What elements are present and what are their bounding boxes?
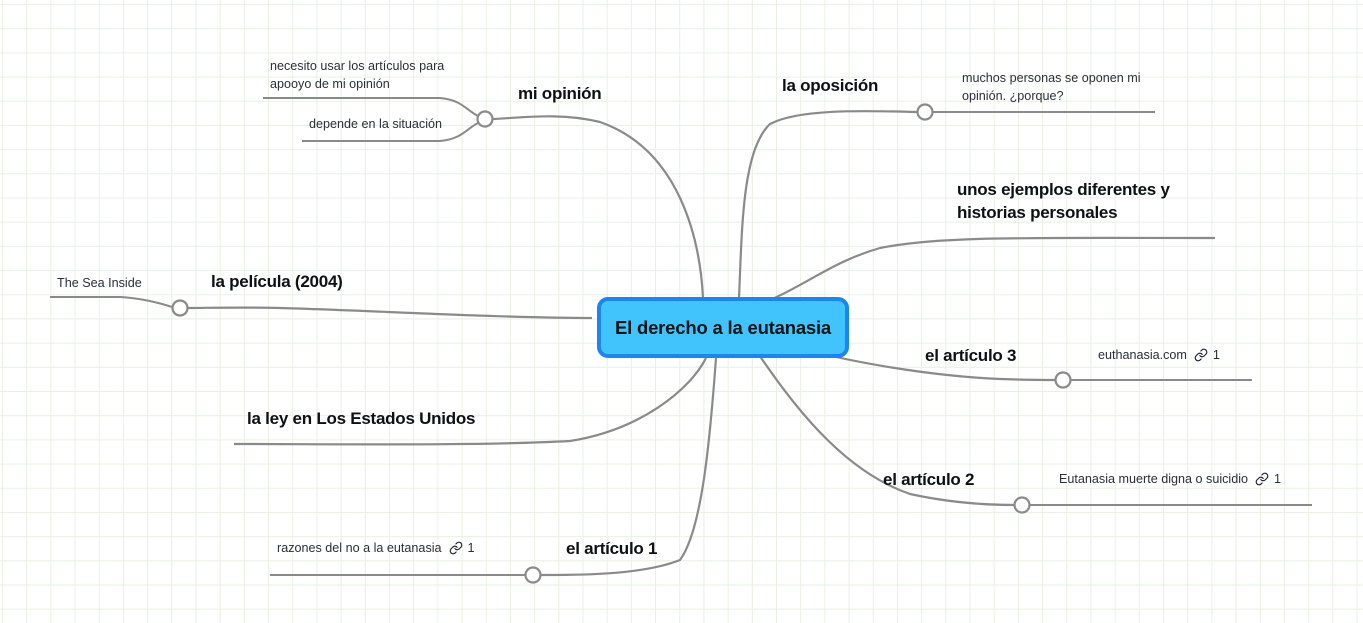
link-count-euthanasia-com: 1 — [1212, 348, 1220, 362]
link-badge-razones[interactable]: 1 — [449, 541, 475, 555]
edge-the-sea-inside — [50, 296, 173, 308]
edge-la-oposicion — [737, 110, 919, 299]
edge-necesito — [263, 97, 479, 117]
sub-label-the-sea-inside[interactable]: The Sea Inside — [57, 276, 142, 290]
link-icon — [1255, 472, 1269, 486]
link-icon — [1194, 348, 1208, 362]
note-razones[interactable]: razones del no a la eutanasia 1 — [277, 541, 475, 555]
edge-la-ley — [233, 357, 707, 446]
joint-el-articulo-1 — [524, 566, 542, 584]
link-icon — [449, 541, 463, 555]
joint-la-oposicion — [916, 103, 934, 121]
root-node-label: El derecho a la eutanasia — [614, 316, 832, 338]
joint-el-articulo-2 — [1013, 496, 1031, 514]
link-badge-eutanasia-muerte[interactable]: 1 — [1255, 472, 1281, 486]
branch-label-el-articulo-3[interactable]: el artículo 3 — [925, 346, 1017, 365]
branch-label-mi-opinion[interactable]: mi opinión — [518, 84, 602, 103]
joint-la-pelicula — [171, 299, 189, 317]
edge-mi-opinion — [491, 115, 705, 299]
link-count-razones: 1 — [467, 541, 475, 555]
joint-mi-opinion — [476, 110, 494, 128]
note-eutanasia-muerte-text: Eutanasia muerte digna o suicidio — [1059, 472, 1249, 486]
note-euthanasia-com-text: euthanasia.com — [1098, 348, 1187, 362]
branch-label-unos-ejemplos[interactable]: unos ejemplos diferentes y historias per… — [957, 180, 1170, 222]
note-eutanasia-muerte[interactable]: Eutanasia muerte digna o suicidio 1 — [1059, 472, 1281, 486]
branch-label-el-articulo-2[interactable]: el artículo 2 — [883, 470, 975, 489]
sub-label-necesito[interactable]: necesito usar los artículos para apooyo … — [270, 59, 445, 91]
sub-label-muchos-personas[interactable]: muchos personas se oponen mi opinión. ¿p… — [962, 71, 1141, 103]
note-euthanasia-com[interactable]: euthanasia.com 1 — [1098, 348, 1220, 362]
branch-label-la-oposicion[interactable]: la oposición — [782, 76, 879, 95]
edge-la-pelicula — [187, 306, 593, 320]
branch-label-la-pelicula[interactable]: la película (2004) — [211, 272, 343, 291]
branch-label-el-articulo-1[interactable]: el artículo 1 — [566, 539, 658, 558]
sub-label-depende[interactable]: depende en la situación — [309, 117, 443, 131]
link-badge-euthanasia-com[interactable]: 1 — [1194, 348, 1220, 362]
branch-label-la-ley[interactable]: la ley en Los Estados Unidos — [247, 409, 476, 428]
note-razones-text: razones del no a la eutanasia — [277, 541, 442, 555]
link-count-eutanasia-muerte: 1 — [1274, 472, 1282, 486]
edge-unos-ejemplos — [756, 236, 1216, 307]
joint-el-articulo-3 — [1054, 371, 1072, 389]
root-node[interactable]: El derecho a la eutanasia — [597, 297, 849, 358]
